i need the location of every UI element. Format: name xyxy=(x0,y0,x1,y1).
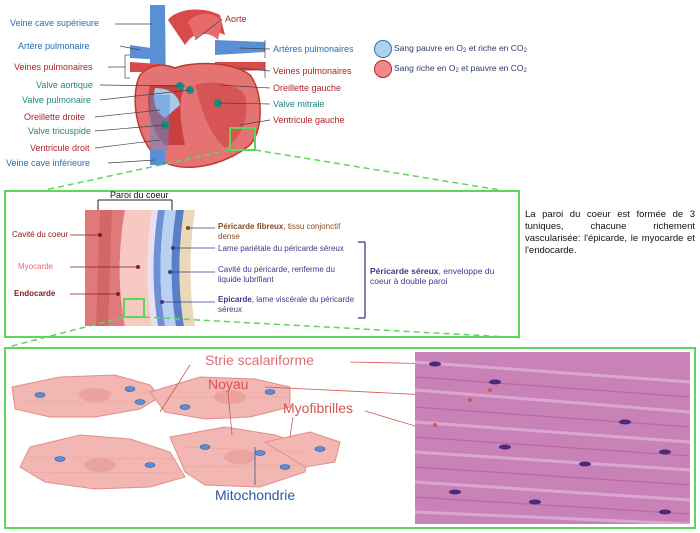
label-oreillette-droite: Oreillette droite xyxy=(24,112,86,122)
legend-blue-swatch xyxy=(374,40,392,58)
label-myocarde: Myocarde xyxy=(18,262,54,271)
label-endocarde: Endocarde xyxy=(14,289,56,298)
wall-illustration xyxy=(7,199,520,348)
legend-red-text: Sang riche en O2 et pauvre en CO2 xyxy=(394,63,527,74)
label-artere-pulmonaire: Artère pulmonaire xyxy=(18,41,90,51)
label-aorte: Aorte xyxy=(225,14,247,24)
label-epicarde: Epicarde, lame viscérale du péricarde sé… xyxy=(218,295,355,314)
label-mitochondrie: Mitochondrie xyxy=(215,487,296,503)
label-noyau: Noyau xyxy=(208,376,249,392)
label-ventricule-gauche: Ventricule gauche xyxy=(273,115,345,125)
label-valve-tricuspide: Valve tricuspide xyxy=(28,126,91,136)
label-veines-pulmonaires-right: Veines pulmonaires xyxy=(273,66,352,76)
label-valve-aortique: Valve aortique xyxy=(36,80,93,90)
description-text: La paroi du coeur est formée de 3 tuniqu… xyxy=(525,209,695,256)
wall-title: Paroi du coeur xyxy=(110,190,169,200)
label-veines-pulmonaires-left: Veines pulmonaires xyxy=(14,62,93,72)
label-lame-parietale: Lame pariétale du péricarde séreux xyxy=(218,244,344,253)
legend-blue-text: Sang pauvre en O2 et riche en CO2 xyxy=(394,43,527,54)
micro-box xyxy=(4,347,696,529)
wall-box xyxy=(4,190,520,338)
label-oreillette-gauche: Oreillette gauche xyxy=(273,83,342,93)
heart-illustration xyxy=(44,5,501,190)
label-valve-mitrale: Valve mitrale xyxy=(273,99,325,109)
histology-image xyxy=(415,352,690,524)
label-pericarde-sereux: Péricarde séreux, enveloppe du coeur à d… xyxy=(370,266,495,286)
label-myofibrilles: Myofibrilles xyxy=(283,400,354,416)
label-cavite-pericarde: Cavité du péricarde, renferme du liquide… xyxy=(218,265,335,284)
label-cavite-coeur: Cavité du coeur xyxy=(12,230,69,239)
cardiomyocyte-illustration xyxy=(11,361,420,490)
legend-red-swatch xyxy=(374,60,392,78)
label-veine-cave-inferieure: Veine cave inférieure xyxy=(6,158,91,168)
label-strie-scalariforme: Strie scalariforme xyxy=(205,352,314,368)
label-valve-pulmonaire: Valve pulmonaire xyxy=(22,95,91,105)
label-arteres-pulmonaires: Artères pulmonaires xyxy=(273,44,354,54)
label-veine-cave-superieure: Veine cave supérieure xyxy=(10,18,100,28)
label-ventricule-droit: Ventricule droit xyxy=(30,143,90,153)
label-pericarde-fibreux: Péricarde fibreux, tissu conjonctif dens… xyxy=(218,222,341,241)
